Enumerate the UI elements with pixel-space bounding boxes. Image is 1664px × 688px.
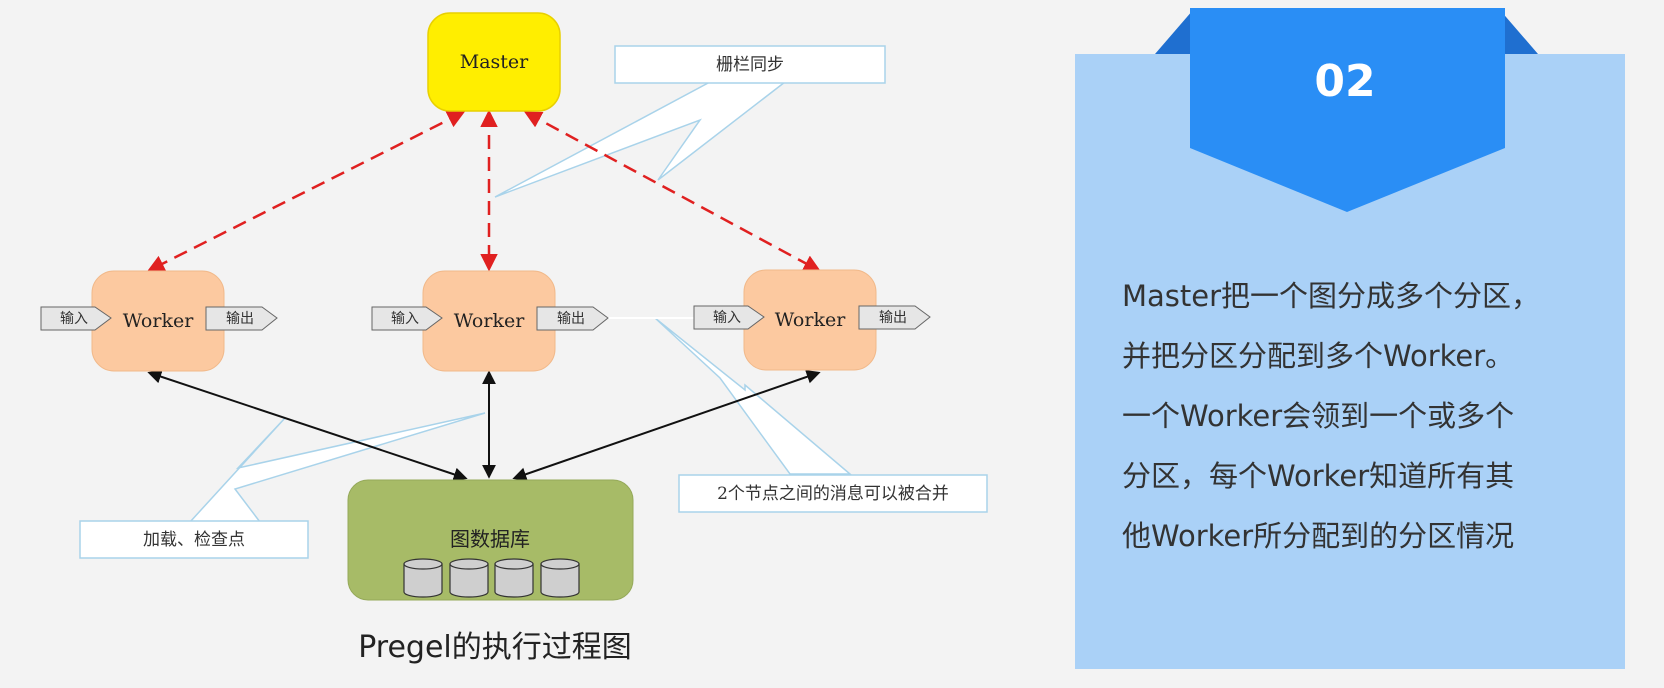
- sync-arrow-left: [146, 111, 466, 272]
- master-node: Master: [427, 12, 561, 112]
- svg-text:输入: 输入: [713, 310, 741, 326]
- svg-text:输出: 输出: [557, 311, 585, 327]
- worker-label: Worker: [123, 310, 195, 332]
- description-line: 并把分区分配到多个Worker。: [1122, 339, 1515, 373]
- svg-text:2个节点之间的消息可以被合并: 2个节点之间的消息可以被合并: [717, 484, 949, 504]
- svg-text:输出: 输出: [226, 311, 254, 327]
- callout-barrier-sync: 栅栏同步: [614, 45, 886, 84]
- worker-node-3: Worker: [743, 269, 877, 371]
- graph-database-node: 图数据库: [347, 479, 634, 601]
- database-cylinder-icon: [403, 558, 580, 598]
- callout-checkpoint: 加载、检查点: [79, 520, 309, 559]
- worker-label: Worker: [775, 309, 847, 331]
- input-tag-3: 输入: [693, 305, 765, 330]
- svg-text:输出: 输出: [879, 310, 907, 326]
- input-tag-2: 输入: [371, 306, 443, 331]
- input-tag-1: 输入: [40, 306, 112, 331]
- data-arrow-right: [512, 370, 821, 481]
- output-tag-2: 输出: [536, 306, 609, 331]
- worker-node-2: Worker: [422, 270, 556, 372]
- output-tag-1: 输出: [205, 306, 278, 331]
- database-label: 图数据库: [450, 527, 530, 551]
- section-number: 02: [1314, 56, 1376, 107]
- master-label: Master: [460, 51, 529, 73]
- svg-text:栅栏同步: 栅栏同步: [716, 55, 784, 75]
- pregel-diagram: Master Worker Worker Worker 输入 输出 输入 输出 …: [40, 12, 988, 601]
- ribbon-badge: [1155, 8, 1538, 212]
- svg-text:输入: 输入: [60, 311, 88, 327]
- description-line: 他Worker所分配到的分区情况: [1122, 519, 1515, 553]
- callout-message-combine: 2个节点之间的消息可以被合并: [678, 474, 988, 513]
- worker-node-1: Worker: [91, 270, 225, 372]
- description-line: 分区，每个Worker知道所有其: [1122, 459, 1515, 493]
- sync-arrow-right: [523, 111, 822, 272]
- description-line: Master把一个图分成多个分区，: [1122, 279, 1541, 313]
- data-arrow-left: [147, 369, 468, 482]
- description-text: Master把一个图分成多个分区， 并把分区分配到多个Worker。 一个Wor…: [1122, 266, 1602, 566]
- svg-text:输入: 输入: [391, 311, 419, 327]
- diagram-caption: Pregel的执行过程图: [358, 630, 632, 665]
- worker-label: Worker: [454, 310, 526, 332]
- output-tag-3: 输出: [858, 305, 931, 330]
- svg-text:加载、检查点: 加载、检查点: [143, 530, 245, 550]
- description-line: 一个Worker会领到一个或多个: [1122, 399, 1515, 433]
